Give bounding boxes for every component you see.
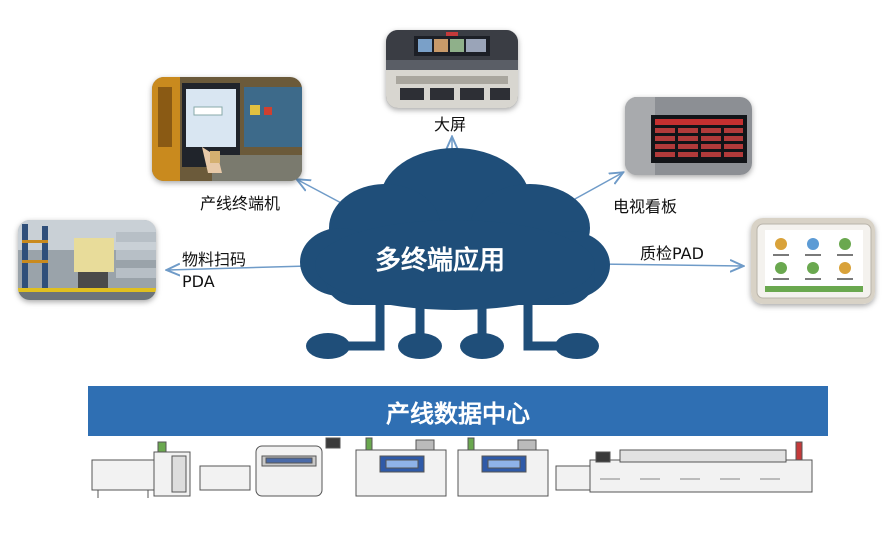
qc-pad-photo: [751, 218, 875, 304]
arrow-to-qc-pad: [594, 264, 742, 266]
connector-node: [460, 333, 504, 359]
arrow-to-material-pda: [168, 266, 309, 270]
solder-printer: [255, 445, 323, 497]
conveyor-2: [199, 465, 251, 491]
data-center-band: 产线数据中心: [88, 386, 828, 436]
reflow-oven: [589, 459, 813, 493]
line-terminal-photo: [152, 77, 302, 181]
connector-node: [398, 333, 442, 359]
big-screen-photo: [386, 30, 518, 108]
connector-node: [555, 333, 599, 359]
conveyor-3: [555, 465, 593, 491]
data-center-title: 产线数据中心: [386, 399, 530, 428]
material-pda-label-line1: 物料扫码: [182, 250, 247, 269]
tv-board-photo: [625, 97, 752, 175]
big-screen-label: 大屏: [434, 115, 467, 134]
arrow-to-line-terminal: [298, 180, 346, 206]
material-pda-photo: [18, 220, 156, 300]
connector-node: [306, 333, 350, 359]
qc-pad-label: 质检PAD: [640, 244, 704, 263]
conveyor-1: [91, 459, 155, 491]
cloud-title: 多终端应用: [374, 246, 505, 276]
line-terminal-label: 产线终端机: [200, 194, 281, 213]
material-pda-label-line2: PDA: [182, 272, 215, 291]
tv-board-label: 电视看板: [613, 197, 678, 216]
